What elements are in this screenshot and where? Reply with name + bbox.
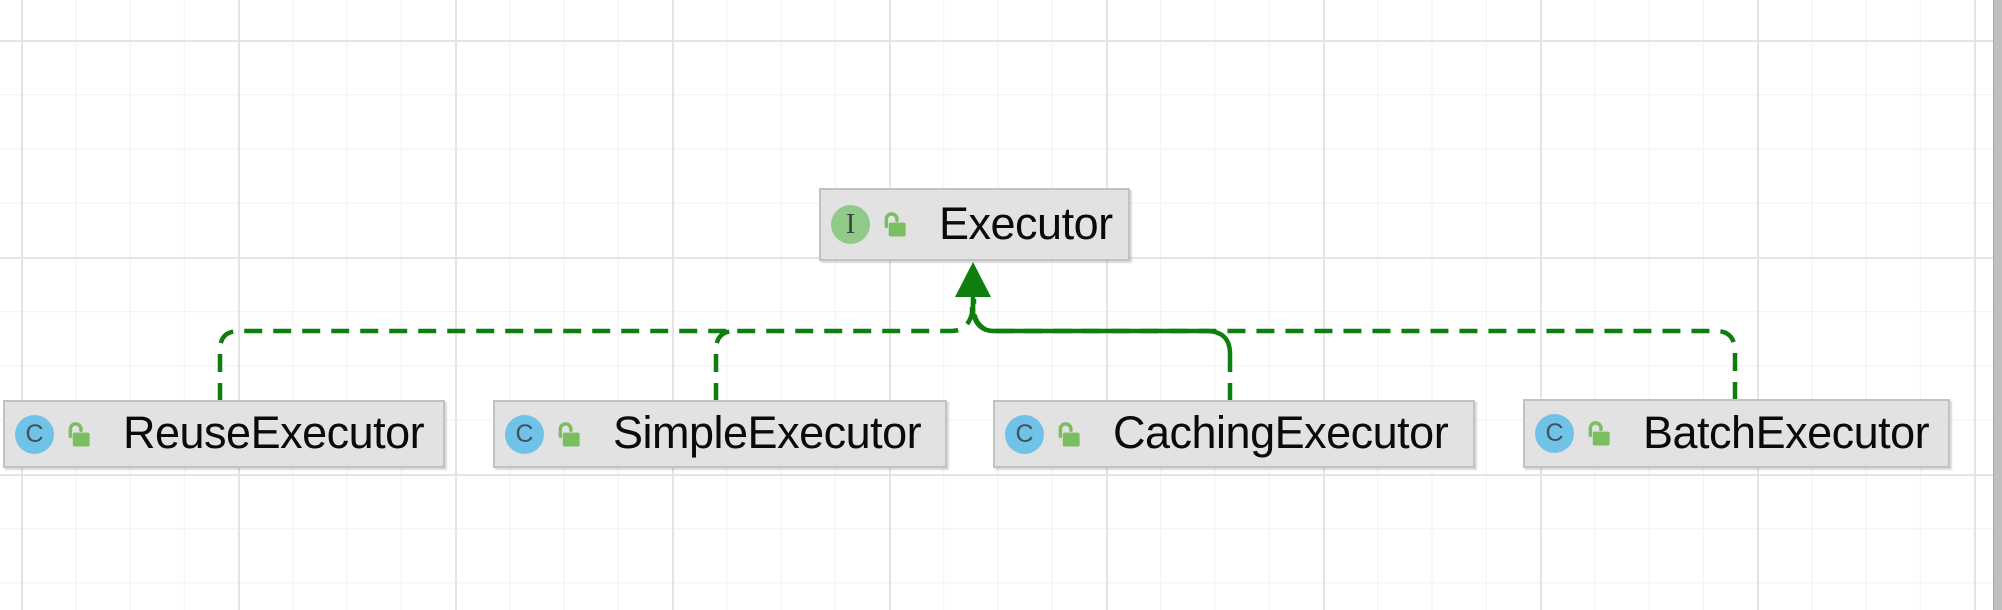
class-icon-letter: C — [1015, 419, 1034, 448]
edge-caching-executor-solid — [970, 299, 1233, 355]
class-icon: C — [15, 414, 54, 454]
class-icon-letter: C — [1545, 419, 1564, 447]
vertical-scrollbar[interactable] — [1993, 0, 2002, 610]
inheritance-arrowhead — [955, 262, 991, 297]
class-name-label: ReuseExecutor — [123, 407, 425, 458]
edge-batch-executor — [971, 299, 1738, 400]
class-name-label: CachingExecutor — [1113, 407, 1449, 458]
node-caching-executor[interactable]: C CachingExecutor — [993, 400, 1475, 468]
class-name-label: SimpleExecutor — [613, 407, 922, 458]
public-unlocked-lock-icon — [1588, 421, 1610, 446]
edge-reuse-executor — [217, 299, 975, 401]
edge-simple-executor — [713, 328, 736, 401]
class-icon: C — [505, 414, 544, 454]
public-unlocked-lock-icon — [1058, 421, 1080, 447]
node-reuse-executor[interactable]: C ReuseExecutor — [3, 400, 445, 468]
node-simple-executor[interactable]: C SimpleExecutor — [493, 400, 947, 468]
public-unlocked-lock-icon — [558, 421, 580, 447]
node-batch-executor[interactable]: C BatchExecutor — [1523, 399, 1950, 468]
class-icon: C — [1005, 414, 1044, 454]
interface-icon: I — [831, 205, 870, 244]
class-icon-letter: C — [25, 419, 44, 448]
class-name-label: BatchExecutor — [1643, 406, 1930, 458]
public-unlocked-lock-icon — [68, 421, 90, 447]
node-executor[interactable]: I Executor — [819, 188, 1130, 261]
class-icon-letter: C — [515, 419, 534, 448]
interface-icon-letter: I — [845, 208, 856, 240]
class-name-label: Executor — [939, 197, 1113, 249]
public-unlocked-lock-icon — [884, 212, 906, 237]
class-icon: C — [1535, 414, 1574, 453]
